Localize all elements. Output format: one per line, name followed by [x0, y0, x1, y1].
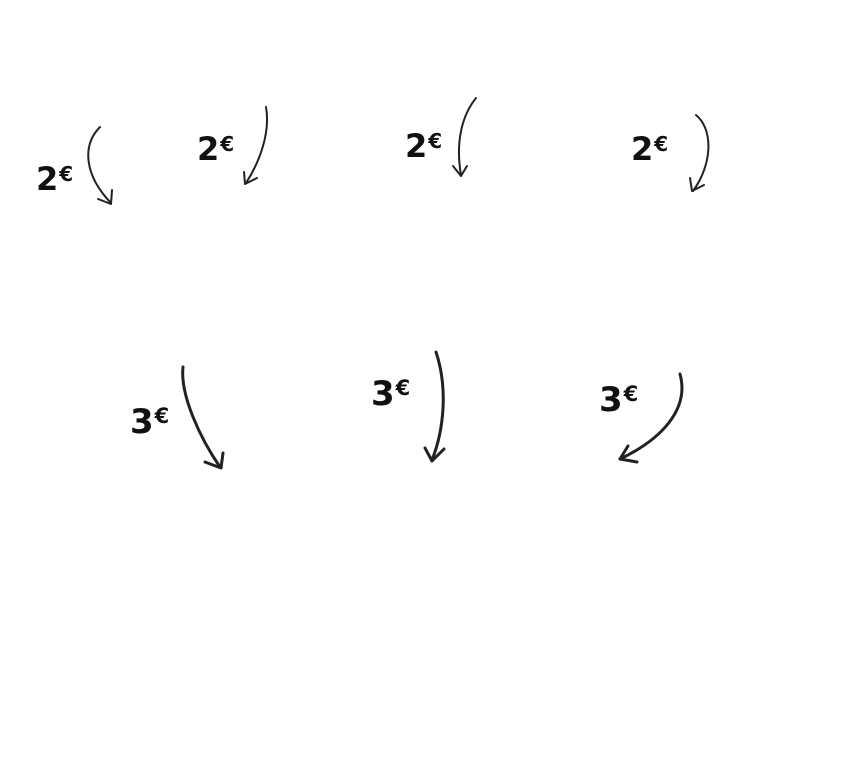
- currency-symbol: €: [623, 382, 639, 406]
- price-amount: 2: [631, 130, 654, 168]
- price-label: 3€: [130, 405, 169, 439]
- curved-arrow-icon: [181, 365, 225, 470]
- curved-arrow-icon: [618, 372, 684, 464]
- currency-symbol: €: [220, 132, 235, 156]
- price-label: 3€: [599, 383, 638, 417]
- price-amount: 2: [405, 127, 428, 165]
- currency-symbol: €: [154, 404, 170, 428]
- price-amount: 3: [371, 374, 395, 414]
- price-amount: 3: [130, 402, 154, 442]
- price-amount: 3: [599, 380, 623, 420]
- price-amount: 2: [36, 160, 59, 198]
- curved-arrow-icon: [452, 97, 477, 177]
- price-label: 3€: [371, 377, 410, 411]
- price-label: 2€: [197, 133, 234, 165]
- currency-symbol: €: [395, 376, 411, 400]
- currency-symbol: €: [59, 162, 74, 186]
- price-label: 2€: [631, 133, 668, 165]
- curved-arrow-icon: [243, 106, 268, 185]
- currency-symbol: €: [654, 132, 669, 156]
- curved-arrow-icon: [87, 126, 113, 205]
- price-label: 2€: [405, 130, 442, 162]
- currency-symbol: €: [428, 129, 443, 153]
- curved-arrow-icon: [423, 350, 446, 463]
- curved-arrow-icon: [689, 114, 710, 192]
- price-amount: 2: [197, 130, 220, 168]
- price-label: 2€: [36, 163, 73, 195]
